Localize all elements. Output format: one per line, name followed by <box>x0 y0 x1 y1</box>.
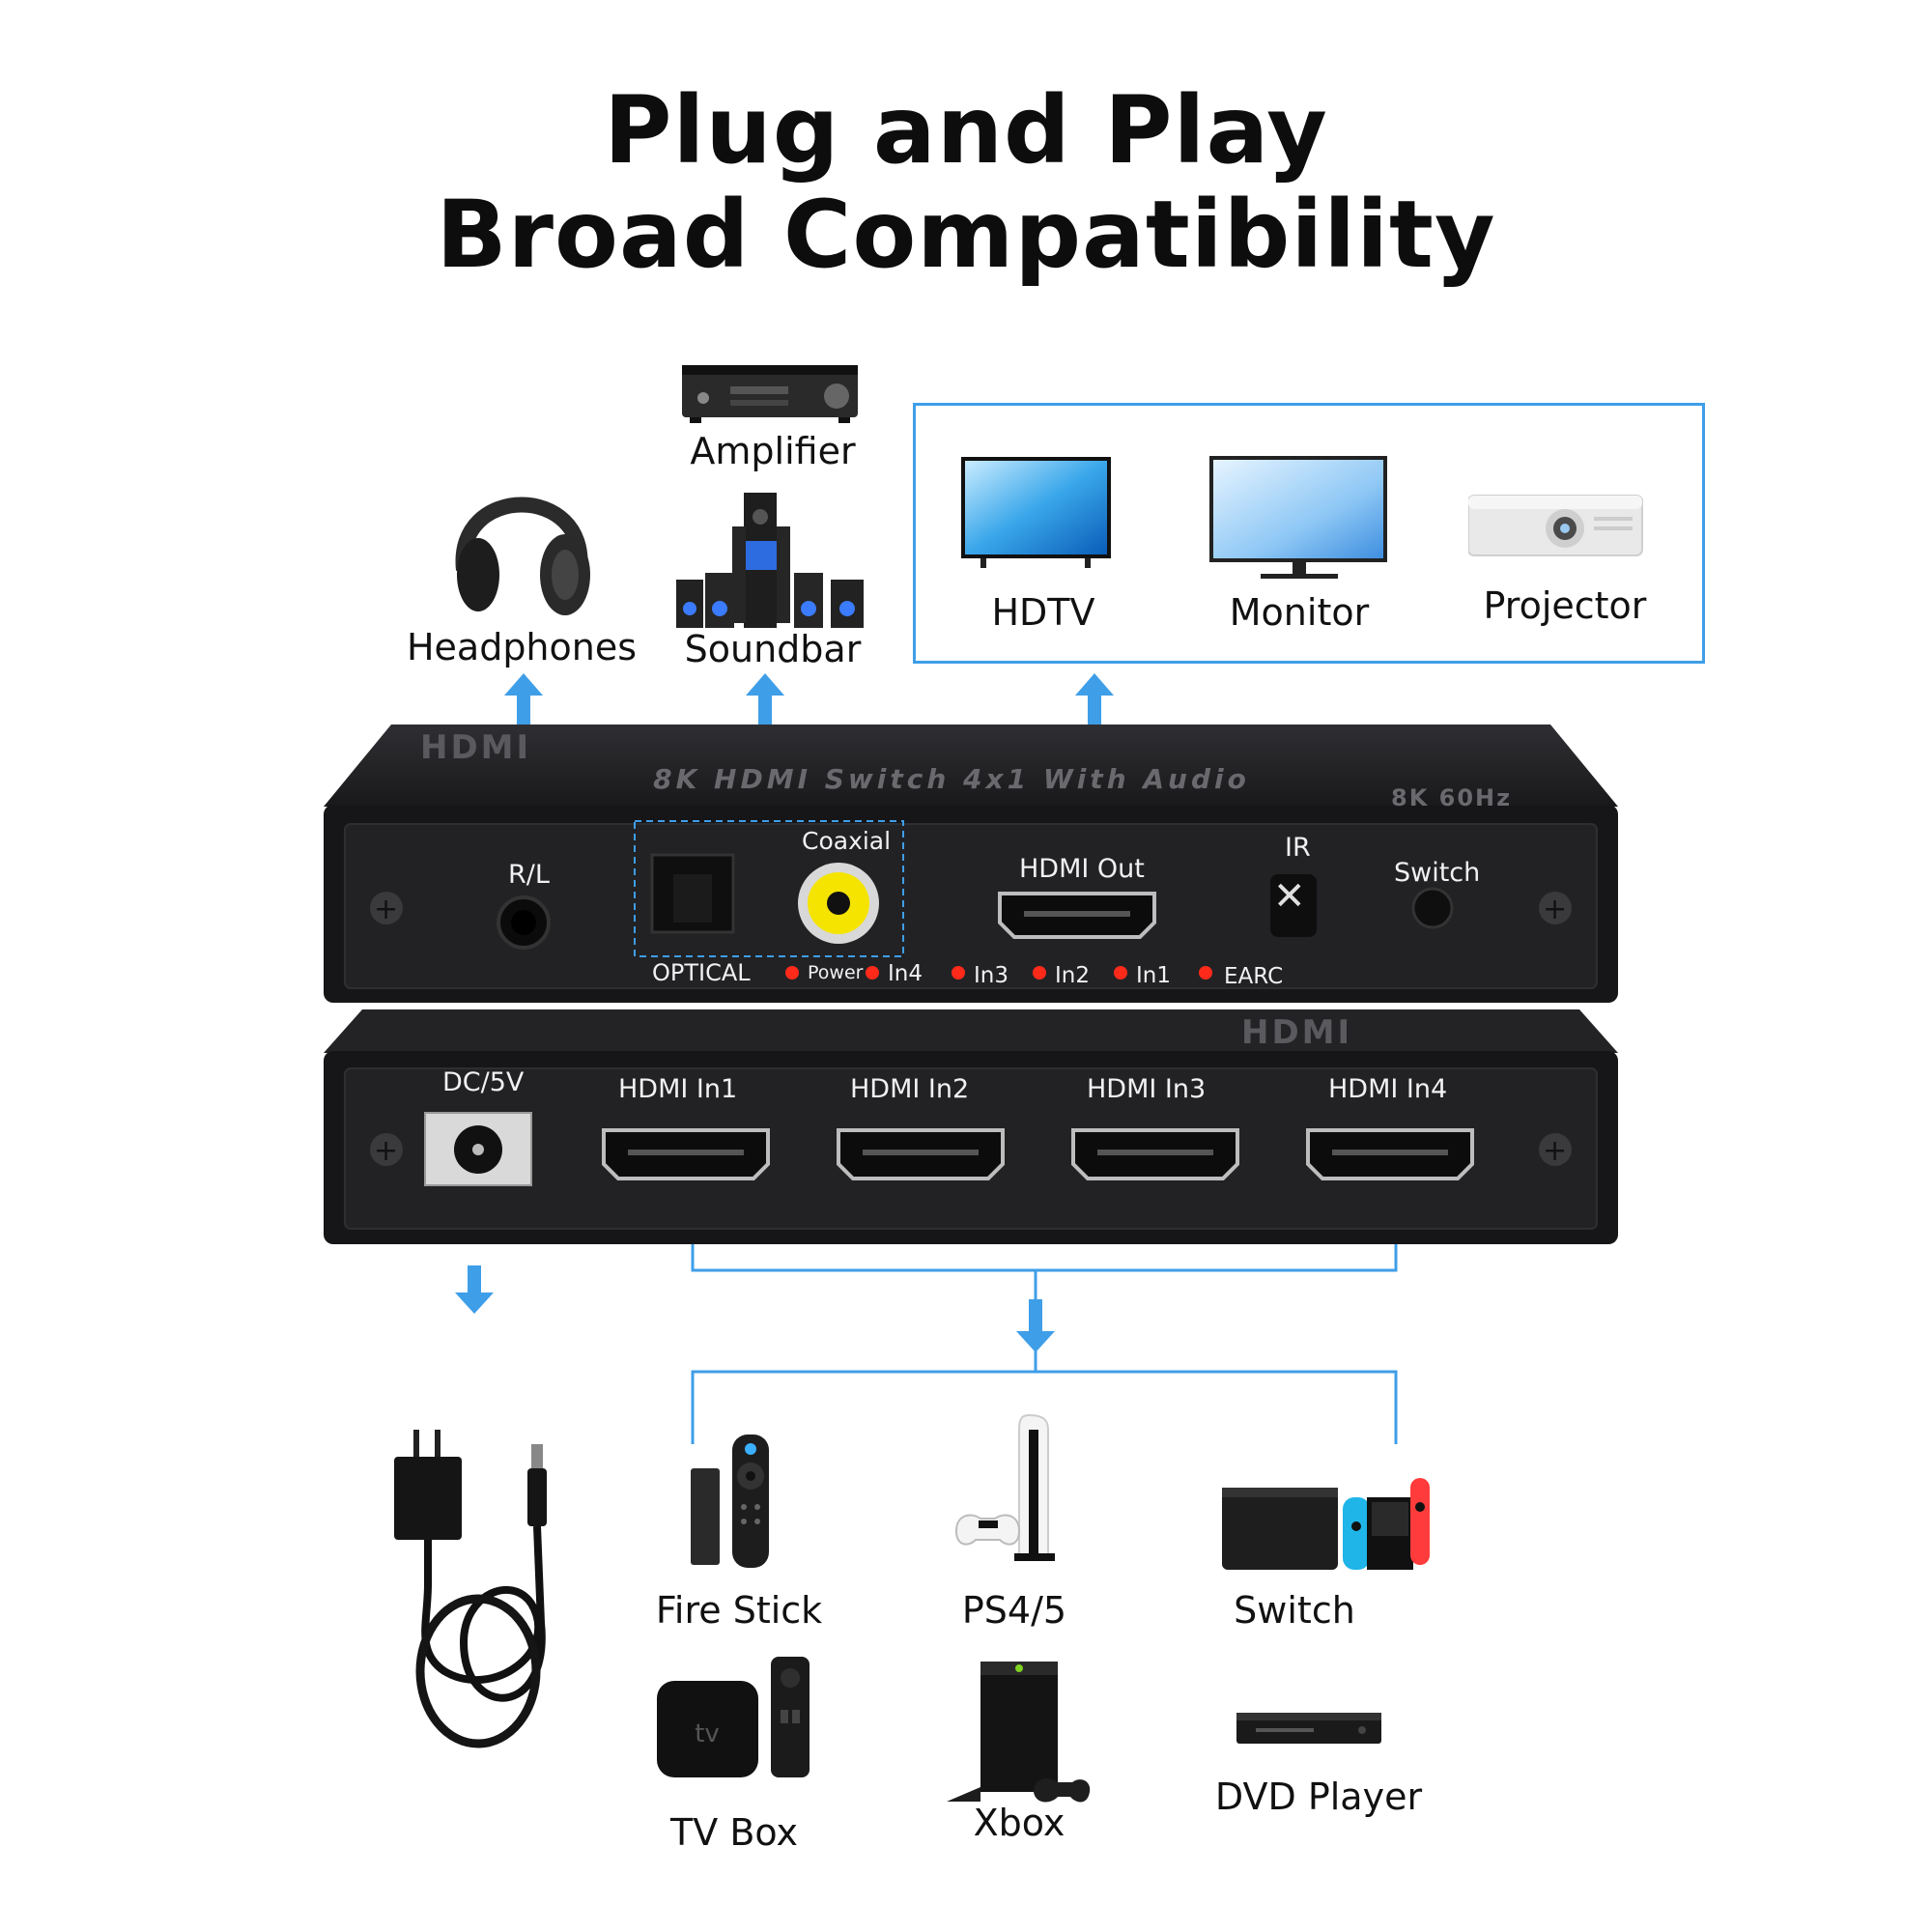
ir-label: IR <box>1285 833 1311 863</box>
hdmi-in3-label: HDMI In3 <box>1087 1074 1207 1104</box>
arrow-up-headphones <box>504 673 543 724</box>
title-line-2: Broad Compatibility <box>436 181 1496 289</box>
hdmi-out-label: HDMI Out <box>1019 854 1145 884</box>
amplifier-label: Amplifier <box>690 430 856 472</box>
hdtv-label: HDTV <box>991 591 1095 634</box>
led-label-power: Power <box>808 962 864 983</box>
headphones-label: Headphones <box>406 626 638 668</box>
fire-stick-label: Fire Stick <box>655 1589 823 1632</box>
svg-text:+: + <box>1543 1134 1567 1168</box>
device-top-text: 8K HDMI Switch 4x1 With Audio <box>653 763 1250 795</box>
hdmi-in4-label: HDMI In4 <box>1328 1074 1448 1104</box>
svg-text:+: + <box>1543 893 1567 926</box>
speaker-system-icon <box>676 493 864 628</box>
playstation-icon <box>954 1413 1055 1561</box>
coaxial-label: Coaxial <box>802 827 892 855</box>
tv-box-icon: tv <box>657 1657 810 1777</box>
ir-x-icon: ✕ <box>1273 874 1306 919</box>
led-label-earc: EARC <box>1224 964 1284 989</box>
led-label-in3: In3 <box>974 963 1009 988</box>
hdtv-icon <box>961 457 1111 568</box>
tv-box-label: TV Box <box>670 1811 798 1854</box>
switch-console-label: Switch <box>1234 1589 1355 1632</box>
projector-icon <box>1468 495 1643 556</box>
led-label-in2: In2 <box>1055 963 1090 988</box>
projector-label: Projector <box>1483 584 1647 627</box>
rl-port-label: R/L <box>508 860 550 890</box>
headphones-icon <box>455 497 590 615</box>
arrow-down-power <box>455 1265 494 1314</box>
svg-text:+: + <box>374 893 398 926</box>
amplifier-icon <box>682 365 858 423</box>
hdmi-in2-label: HDMI In2 <box>850 1074 970 1104</box>
led-label-in4: In4 <box>888 961 923 986</box>
source-bracket <box>691 1370 1398 1444</box>
svg-text:tv: tv <box>695 1719 720 1748</box>
device-spec-text: 8K 60Hz <box>1391 784 1513 811</box>
arrow-down-sources <box>1016 1299 1055 1352</box>
led-label-in1: In1 <box>1136 963 1171 988</box>
optical-label: OPTICAL <box>652 959 751 986</box>
power-adapter-icon <box>394 1430 547 1748</box>
display-output-box <box>913 403 1705 664</box>
fire-stick-icon <box>691 1435 769 1568</box>
svg-text:HDMI: HDMI <box>1241 1013 1352 1052</box>
title-line-1: Plug and Play <box>604 76 1328 185</box>
soundbar-label: Soundbar <box>684 628 862 670</box>
dvd-player-label: DVD Player <box>1214 1776 1423 1818</box>
xbox-icon <box>947 1662 1091 1803</box>
hdmi-in1-label: HDMI In1 <box>618 1074 738 1104</box>
switch-button-label: Switch <box>1394 858 1481 888</box>
hdmi-switch-front-unit: HDMI + + <box>324 724 1618 1003</box>
dc-port-label: DC/5V <box>442 1067 525 1097</box>
ps-label: PS4/5 <box>961 1589 1067 1632</box>
monitor-icon <box>1209 456 1387 579</box>
hdmi-logo-top: HDMI <box>420 728 531 767</box>
dvd-player-icon <box>1236 1713 1381 1744</box>
arrow-up-soundbar <box>746 673 784 724</box>
arrow-up-display <box>1075 673 1114 724</box>
monitor-label: Monitor <box>1229 591 1370 634</box>
xbox-label: Xbox <box>973 1802 1065 1844</box>
nintendo-switch-icon <box>1222 1478 1430 1570</box>
svg-text:+: + <box>374 1134 398 1168</box>
hdmi-switch-back-unit: HDMI + + <box>324 1009 1618 1244</box>
